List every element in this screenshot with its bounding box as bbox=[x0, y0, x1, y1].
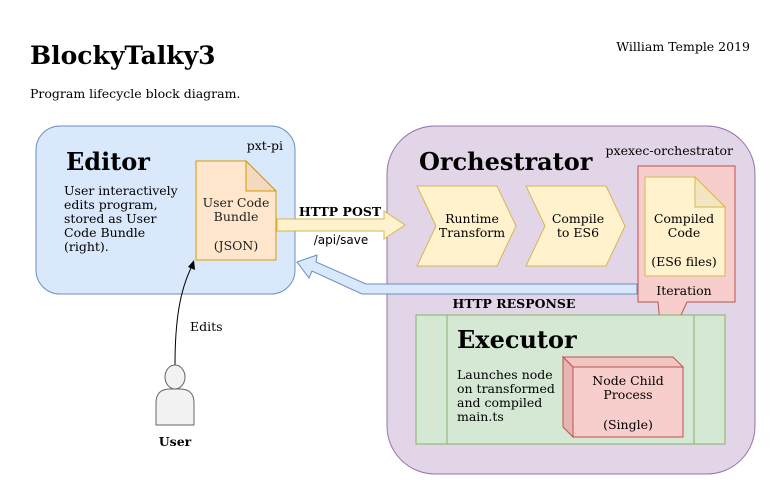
svg-text:to ES6: to ES6 bbox=[557, 225, 599, 240]
step-runtime-transform[interactable]: Runtime Transform bbox=[416, 185, 517, 267]
page-title: BlockyTalky3 bbox=[30, 41, 216, 70]
svg-text:and compiled: and compiled bbox=[457, 395, 542, 410]
svg-text:Node Child: Node Child bbox=[592, 373, 663, 388]
svg-text:Process: Process bbox=[603, 387, 652, 402]
svg-text:Runtime: Runtime bbox=[445, 211, 499, 226]
user-code-bundle[interactable]: User Code Bundle (JSON) bbox=[195, 159, 278, 261]
http-post-label: HTTP POST bbox=[299, 204, 382, 219]
svg-text:(ES6 files): (ES6 files) bbox=[651, 254, 717, 269]
svg-text:User interactively: User interactively bbox=[64, 183, 179, 198]
edits-edge: Edits bbox=[174, 260, 223, 366]
svg-text:Launches node: Launches node bbox=[457, 367, 553, 382]
orchestrator-tag: pxexec-orchestrator bbox=[606, 143, 733, 158]
http-post-path: /api/save bbox=[314, 233, 368, 247]
svg-text:main.ts: main.ts bbox=[457, 409, 504, 424]
http-post-arrow[interactable]: HTTP POST /api/save bbox=[276, 204, 406, 247]
executor-description: Launches node on transformed and compile… bbox=[457, 367, 555, 424]
svg-text:(Single): (Single) bbox=[603, 417, 653, 432]
svg-text:User Code: User Code bbox=[203, 195, 270, 210]
http-response-label: HTTP RESPONSE bbox=[453, 296, 576, 311]
svg-text:Compiled: Compiled bbox=[654, 211, 714, 226]
orchestrator-heading: Orchestrator bbox=[419, 147, 593, 176]
svg-text:edits program,: edits program, bbox=[64, 197, 158, 212]
svg-text:Compile: Compile bbox=[552, 211, 604, 226]
editor-heading: Editor bbox=[66, 147, 150, 176]
http-response-arrow[interactable]: HTTP RESPONSE bbox=[296, 254, 638, 311]
node-child-process[interactable]: Node Child Process (Single) bbox=[561, 355, 685, 439]
svg-text:stored as User: stored as User bbox=[64, 211, 156, 226]
step-compile-es6[interactable]: Compile to ES6 bbox=[525, 185, 626, 267]
svg-text:(right).: (right). bbox=[64, 239, 109, 254]
user-icon bbox=[164, 364, 186, 390]
folded-corner-icon bbox=[694, 175, 727, 208]
svg-text:Code: Code bbox=[668, 225, 701, 240]
edits-label: Edits bbox=[190, 319, 223, 334]
arrowhead-icon bbox=[188, 260, 195, 270]
executor-heading: Executor bbox=[457, 325, 577, 354]
user-label: User bbox=[159, 434, 192, 449]
svg-text:Transform: Transform bbox=[439, 225, 505, 240]
svg-text:Code Bundle: Code Bundle bbox=[64, 225, 145, 240]
svg-text:(JSON): (JSON) bbox=[214, 238, 259, 253]
svg-text:Bundle: Bundle bbox=[214, 209, 259, 224]
author-credit: William Temple 2019 bbox=[616, 39, 750, 54]
user-actor[interactable]: User bbox=[155, 364, 195, 449]
svg-text:on transformed: on transformed bbox=[457, 381, 555, 396]
page-subtitle: Program lifecycle block diagram. bbox=[30, 86, 240, 101]
iteration-label: Iteration bbox=[656, 283, 711, 298]
compiled-code[interactable]: Compiled Code (ES6 files) bbox=[644, 175, 727, 277]
editor-tag: pxt-pi bbox=[247, 138, 283, 153]
editor-description: User interactively edits program, stored… bbox=[64, 183, 179, 254]
folded-corner-icon bbox=[245, 159, 278, 192]
